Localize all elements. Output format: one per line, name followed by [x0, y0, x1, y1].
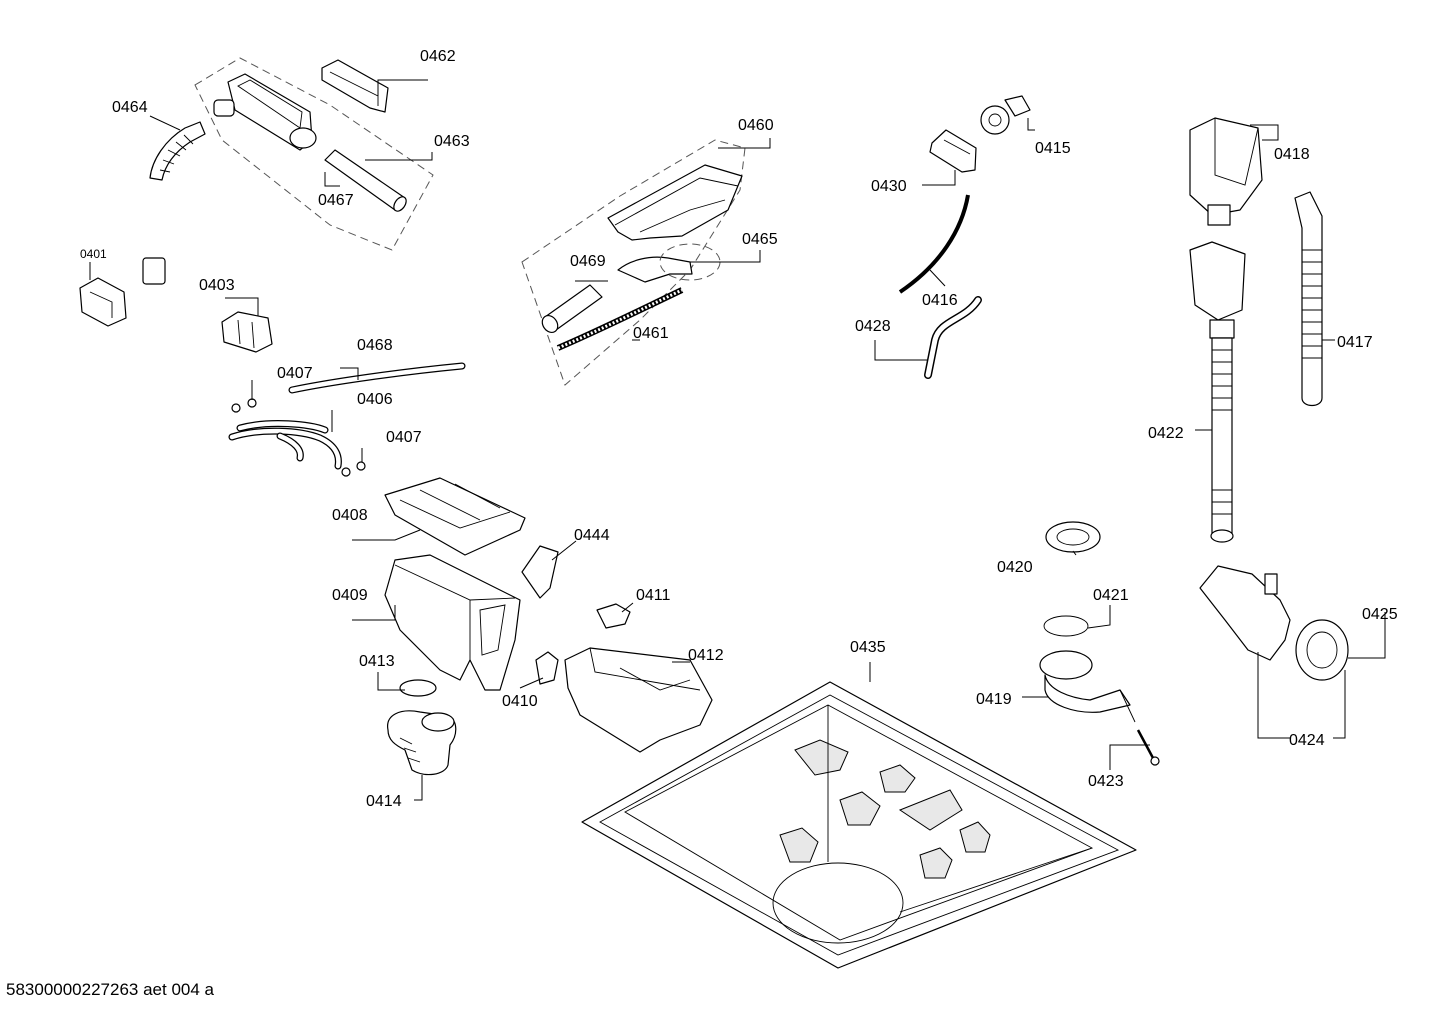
- part-0403-connector: [221, 311, 273, 353]
- callout-0401: 0401: [80, 247, 107, 261]
- part-0414-bellows: [387, 710, 457, 776]
- part-0416-tube: [898, 194, 970, 294]
- callout-0419: 0419: [976, 691, 1012, 708]
- callout-0410: 0410: [502, 693, 538, 710]
- callout-0406: 0406: [357, 391, 393, 408]
- part-0415-pressure-switch: [980, 95, 1031, 135]
- callout-0464: 0464: [112, 99, 148, 116]
- callout-labels: 0462 0464 0463 0467 0460 0465 0469 0461 …: [80, 48, 1398, 810]
- document-id: 58300000227263 aet 004 a: [6, 980, 214, 999]
- callout-0428: 0428: [855, 318, 891, 335]
- part-0423-screw: [1136, 729, 1160, 766]
- callout-0420: 0420: [997, 559, 1033, 576]
- part-0413-clamp: [399, 679, 437, 697]
- callout-0465: 0465: [742, 231, 778, 248]
- callout-0417: 0417: [1337, 334, 1373, 351]
- dispenser-housing-group: [149, 57, 434, 251]
- part-0407-clips-a: [231, 398, 257, 413]
- callout-0467: 0467: [318, 192, 354, 209]
- callout-0415: 0415: [1035, 140, 1071, 157]
- part-0409-dispenser-tray: [384, 554, 521, 691]
- callout-0435: 0435: [850, 639, 886, 656]
- part-0467-tube: [324, 149, 407, 212]
- part-0419-sump: [1039, 650, 1136, 723]
- part-0430-bracket: [929, 129, 977, 173]
- part-housing-body: [213, 73, 317, 151]
- part-0435-base-frame: [581, 681, 1137, 969]
- callout-0430: 0430: [871, 178, 907, 195]
- leader-lines: [89, 79, 1386, 801]
- part-0408-dispenser-cover: [384, 477, 526, 556]
- callout-0444: 0444: [574, 527, 610, 544]
- part-0421-clamp: [1043, 615, 1089, 637]
- part-0428-hose: [924, 296, 982, 379]
- part-0418-housing: [1189, 117, 1263, 226]
- callout-0408: 0408: [332, 507, 368, 524]
- part-0425-drain-pump: [1199, 565, 1349, 681]
- part-0422-sump-hose: [1189, 241, 1246, 543]
- callout-0407-a: 0407: [277, 365, 313, 382]
- callout-0403: 0403: [199, 277, 235, 294]
- callout-0421: 0421: [1093, 587, 1129, 604]
- part-0411-block: [596, 603, 631, 629]
- callout-0469: 0469: [570, 253, 606, 270]
- callout-0468: 0468: [357, 337, 393, 354]
- part-0412-drawer: [564, 647, 713, 753]
- callout-0424: 0424: [1289, 732, 1325, 749]
- part-0420-seal: [1045, 521, 1101, 553]
- callout-0418: 0418: [1274, 146, 1310, 163]
- callout-0412: 0412: [688, 647, 724, 664]
- part-0417-drain-hose: [1294, 191, 1323, 407]
- callout-0425: 0425: [1362, 606, 1398, 623]
- callout-0413: 0413: [359, 653, 395, 670]
- callout-0461: 0461: [633, 325, 669, 342]
- part-0444-cap: [521, 545, 559, 599]
- callout-0422: 0422: [1148, 425, 1184, 442]
- part-0406-hoses: [228, 420, 342, 470]
- callout-0416: 0416: [922, 292, 958, 309]
- part-0460-assembly: [521, 139, 746, 386]
- callout-0462: 0462: [420, 48, 456, 65]
- part-0401-inlet-hose: [48, 257, 166, 534]
- part-0464-corrugated-hose: [149, 121, 206, 181]
- callout-0407-b: 0407: [386, 429, 422, 446]
- callout-0423: 0423: [1088, 773, 1124, 790]
- callout-0411: 0411: [636, 587, 671, 604]
- callout-0460: 0460: [738, 117, 774, 134]
- callout-0414: 0414: [366, 793, 402, 810]
- part-0407-clips-b: [341, 461, 366, 477]
- callout-0463: 0463: [434, 133, 470, 150]
- callout-0409: 0409: [332, 587, 368, 604]
